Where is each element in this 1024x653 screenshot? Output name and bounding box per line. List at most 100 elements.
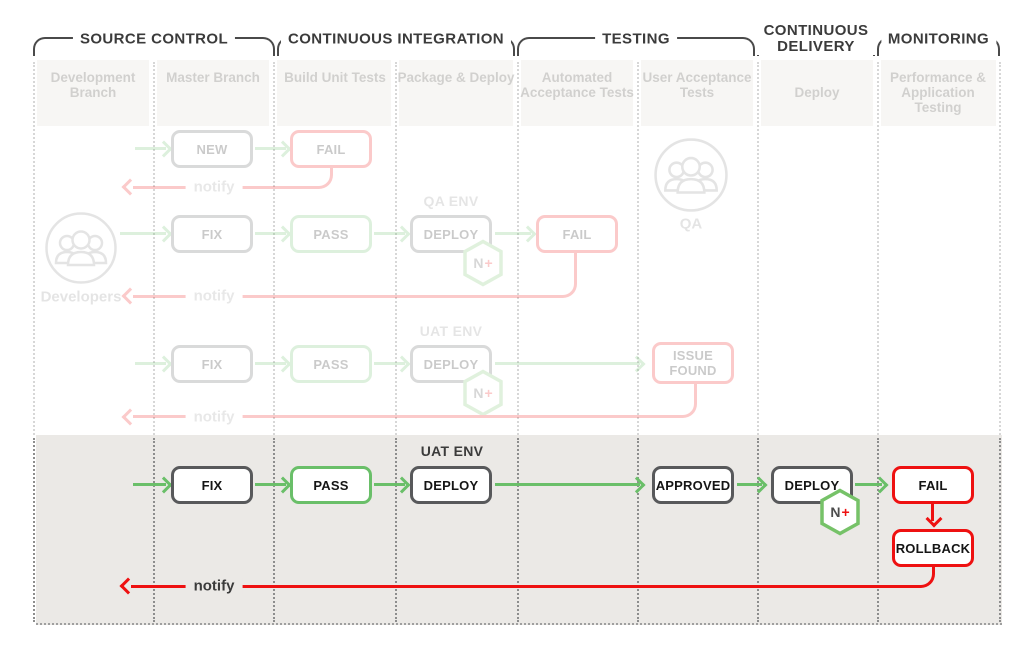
bracket-continuous-integration: CONTINUOUS INTEGRATION <box>277 30 515 56</box>
arrowhead-right-icon <box>155 355 173 373</box>
column-band <box>37 60 149 126</box>
notify-connector <box>133 384 697 418</box>
flow-line <box>495 362 640 365</box>
stage-label-monitoring: MONITORING <box>880 30 997 48</box>
notify-label: notify <box>185 408 243 426</box>
stage-label-continuous-integration: CONTINUOUS INTEGRATION <box>280 30 512 48</box>
column-title-performance-testing: Performance & Application Testing <box>889 70 987 115</box>
notify-connector <box>133 253 577 298</box>
bracket-monitoring: MONITORING <box>877 30 1000 56</box>
notify-connector <box>133 167 333 189</box>
uat-env-label: UAT ENV <box>419 323 483 339</box>
flow-line <box>255 147 286 150</box>
column-divider <box>153 438 155 622</box>
column-band <box>277 60 391 126</box>
step-box-pass: PASS <box>290 215 372 253</box>
badge-plus: + <box>841 504 850 520</box>
step-box-fail: FAIL <box>290 130 372 168</box>
step-box-approved-active: APPROVED <box>652 466 734 504</box>
column-title-development-branch: Development Branch <box>50 70 136 100</box>
arrowhead-right-icon <box>274 140 292 158</box>
bracket-continuous-delivery: CONTINUOUS DELIVERY <box>755 23 877 56</box>
column-divider <box>33 62 35 435</box>
flow-line <box>255 362 286 365</box>
step-box-new: NEW <box>171 130 253 168</box>
developers-label: Developers <box>40 288 122 306</box>
column-divider <box>273 62 275 435</box>
nginx-plus-badge: N+ <box>461 369 505 417</box>
column-divider <box>999 62 1001 435</box>
arrowhead-right-icon <box>155 225 173 243</box>
badge-n: N <box>473 255 484 271</box>
flow-line <box>855 483 882 486</box>
column-title-user-acceptance-tests: User Acceptance Tests <box>642 70 752 100</box>
arrowhead-right-icon <box>274 355 292 373</box>
column-divider <box>517 62 519 435</box>
badge-n: N <box>830 504 841 520</box>
column-divider <box>877 62 879 435</box>
column-band <box>641 60 753 126</box>
developers-icon <box>45 212 117 289</box>
qa-team-icon <box>654 138 728 217</box>
step-box-deploy: DEPLOY <box>410 215 492 253</box>
notify-label-active: notify <box>185 577 243 595</box>
step-box-issue-found: ISSUE FOUND <box>652 342 734 384</box>
column-divider <box>637 62 639 435</box>
column-title-master-branch: Master Branch <box>166 70 260 85</box>
column-title-package-deploy: Package & Deploy <box>397 70 515 85</box>
column-divider <box>33 438 35 622</box>
column-band <box>157 60 269 126</box>
column-divider <box>517 438 519 622</box>
qa-env-label: QA ENV <box>423 193 479 209</box>
step-box-fail: FAIL <box>536 215 618 253</box>
flow-line <box>255 232 286 235</box>
flow-line <box>255 483 286 486</box>
column-band <box>881 60 996 126</box>
step-box-deploy-uat-active: DEPLOY <box>410 466 492 504</box>
flow-line <box>374 362 405 365</box>
column-divider <box>273 438 275 622</box>
column-title-build-unit-tests: Build Unit Tests <box>284 70 386 85</box>
step-box-rollback-active: ROLLBACK <box>892 529 974 567</box>
qa-label: QA <box>679 215 703 233</box>
column-title-deploy: Deploy <box>794 85 840 100</box>
notify-label: notify <box>185 178 243 196</box>
flow-line <box>135 362 166 365</box>
arrowhead-right-icon <box>155 140 173 158</box>
column-band <box>521 60 633 126</box>
column-divider <box>999 438 1001 622</box>
flow-line <box>120 232 166 235</box>
badge-plus: + <box>484 255 493 271</box>
badge-n: N <box>473 385 484 401</box>
flow-line <box>133 483 166 486</box>
step-box-pass: PASS <box>290 345 372 383</box>
arrowhead-right-icon <box>393 355 411 373</box>
column-divider <box>153 62 155 435</box>
arrowhead-right-icon <box>393 225 411 243</box>
column-band <box>761 60 873 126</box>
column-divider <box>637 438 639 622</box>
step-box-deploy: DEPLOY <box>410 345 492 383</box>
column-divider <box>757 62 759 435</box>
flow-line <box>374 232 405 235</box>
nginx-plus-badge: N+ <box>461 239 505 287</box>
column-divider <box>877 438 879 622</box>
arrowhead-right-icon <box>628 355 646 373</box>
flow-line <box>135 147 166 150</box>
arrowhead-right-icon <box>519 225 537 243</box>
uat-env-label-active: UAT ENV <box>420 443 484 459</box>
step-box-fix-active: FIX <box>171 466 253 504</box>
step-box-fix: FIX <box>171 345 253 383</box>
flow-line <box>931 504 934 521</box>
bracket-source-control: SOURCE CONTROL <box>33 30 275 56</box>
column-divider <box>757 438 759 622</box>
notify-label: notify <box>185 287 243 305</box>
column-divider <box>395 62 397 435</box>
flow-line <box>737 483 762 486</box>
flow-line <box>495 483 640 486</box>
flow-line <box>374 483 405 486</box>
column-divider <box>395 438 397 622</box>
nginx-plus-badge-active: N+ <box>818 488 862 536</box>
